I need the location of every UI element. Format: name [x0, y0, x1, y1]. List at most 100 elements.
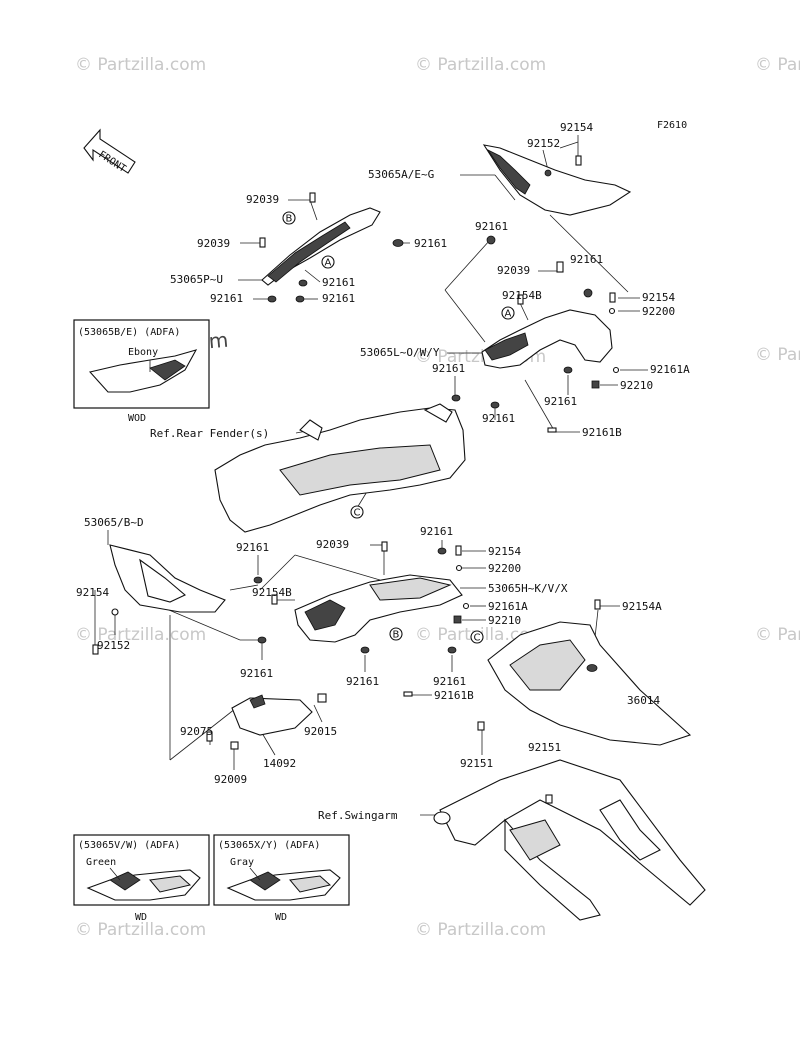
part-number: 92161B [434, 689, 474, 702]
watermark: © Partzilla.com [755, 345, 800, 365]
marker-b [389, 627, 403, 641]
figure-code: F2610 [657, 120, 687, 131]
nut-icon [453, 615, 462, 624]
part-number: 92200 [642, 305, 675, 318]
part-number: 92161 [432, 362, 465, 375]
part-number: 92039 [497, 264, 530, 277]
part-number: 92161 [475, 220, 508, 233]
washer-icon [111, 608, 119, 616]
part-number: 92154A [622, 600, 662, 613]
grommet-icon [360, 646, 370, 654]
front-arrow-icon: FRONT [83, 128, 136, 175]
reference-markers: B A A C B C [282, 211, 515, 644]
fasteners [92, 155, 620, 804]
bolt-icon [594, 599, 601, 610]
washer-icon [608, 307, 616, 315]
ref-label: Ref.Swingarm [318, 809, 398, 822]
part-number: 14092 [263, 757, 296, 770]
grommet-icon [583, 288, 593, 298]
clip-icon [547, 427, 557, 433]
part-number: 53065/B~D [84, 516, 144, 529]
part-number: 53065P~U [170, 273, 223, 286]
inset-tag: WD [135, 912, 147, 923]
inset-tag: WD [275, 912, 287, 923]
inset-gray: (53065X/Y) (ADFA) Gray WD [213, 834, 350, 923]
ref-label: Ref.Rear Fender(s) [150, 427, 269, 440]
nut-icon [591, 380, 600, 389]
watermark: © Partzilla.com [755, 55, 800, 75]
watermark: © Partzilla.com [415, 920, 546, 940]
lower-left-cover [109, 544, 226, 613]
rear-fender [214, 403, 466, 533]
part-number: 92151 [460, 757, 493, 770]
inset-code: (53065B/E) (ADFA) [78, 327, 180, 338]
part-number: 92161 [322, 276, 355, 289]
inset-code: (53065V/W) (ADFA) [78, 840, 180, 851]
inset-green: (53065V/W) (ADFA) Green WD [73, 834, 210, 923]
bolt-icon [477, 721, 485, 731]
bolt-icon [259, 237, 266, 248]
grommet-icon [298, 279, 308, 287]
bolt-icon [455, 545, 462, 556]
washer-icon [455, 564, 463, 572]
bolt-icon [575, 155, 582, 166]
bolt-icon [230, 741, 239, 750]
inset-color: Gray [230, 857, 254, 868]
bolt-icon [206, 731, 213, 742]
washer-icon [612, 366, 620, 374]
grommet-icon [563, 366, 573, 374]
marker-b-text: B [286, 214, 293, 225]
washer-icon [462, 602, 470, 610]
bolt-icon [544, 169, 552, 177]
watermark: © Partzilla.com [75, 920, 206, 940]
marker-a [321, 255, 335, 269]
part-number: 92009 [214, 773, 247, 786]
part-number: 53065L~O/W/Y [360, 346, 440, 359]
part-number: 92161 [346, 675, 379, 688]
inset-color: Green [86, 857, 116, 868]
part-number: 92152 [97, 639, 130, 652]
right-side-cover [481, 309, 613, 369]
part-number: 92015 [304, 725, 337, 738]
top-side-cover [482, 144, 632, 216]
bolt-icon [381, 541, 388, 552]
grommet-icon [267, 295, 277, 303]
marker-b [282, 211, 296, 225]
part-number: 92161 [482, 412, 515, 425]
marker-a [501, 306, 515, 320]
watermark: © Partzilla.com [415, 55, 546, 75]
marker-c [350, 505, 364, 519]
part-number: 92075 [180, 725, 213, 738]
lower-middle-cover [294, 574, 463, 643]
inset-ebony: (53065B/E) (ADFA) Ebony WOD [73, 319, 210, 424]
part-number: 92161 [570, 253, 603, 266]
part-number: 92161 [236, 541, 269, 554]
part-number: 92039 [197, 237, 230, 250]
grommet-icon [451, 394, 461, 402]
bolt-icon [517, 294, 524, 305]
swingarm [433, 759, 706, 921]
part-number: 92039 [246, 193, 279, 206]
bolt-icon [556, 261, 564, 273]
part-number: 53065A/E~G [368, 168, 434, 181]
part-number: 92161 [544, 395, 577, 408]
inset-code: (53065X/Y) (ADFA) [218, 840, 320, 851]
watermark: © Partzilla.com [75, 55, 206, 75]
grommet-icon [392, 239, 404, 247]
marker-c [470, 630, 484, 644]
bolt-icon [309, 192, 316, 203]
watermarks: © Partzilla.com © Partzilla.com © Partzi… [73, 55, 800, 940]
part-number: 92210 [620, 379, 653, 392]
part-number: 92154 [488, 545, 521, 558]
bolt-icon [271, 594, 278, 605]
part-number: 92154B [502, 289, 542, 302]
clip-icon [403, 691, 413, 697]
part-number: 92152 [527, 137, 560, 150]
part-number: 92161A [650, 363, 690, 376]
part-number: 92039 [316, 538, 349, 551]
part-number: 92151 [528, 741, 561, 754]
inset-tag: WOD [128, 413, 146, 424]
part-number: 92200 [488, 562, 521, 575]
part-number: 92161 [322, 292, 355, 305]
part-number: 92154 [642, 291, 675, 304]
